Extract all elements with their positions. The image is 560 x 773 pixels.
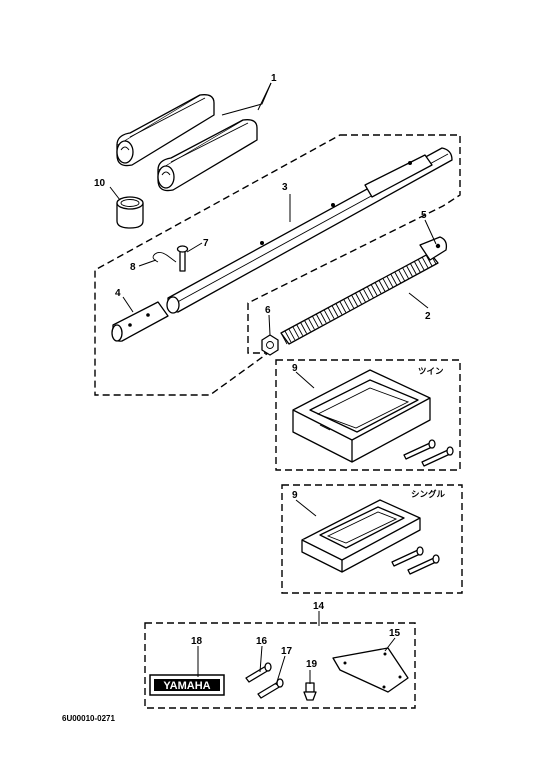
pin (176, 245, 189, 272)
callout-1: 1 (271, 73, 277, 84)
catalog-code: 6U00010-0271 (62, 714, 115, 723)
threaded-rod (280, 236, 448, 345)
plate-15 (332, 647, 409, 693)
twin-bracket (292, 369, 431, 463)
callout-3: 3 (282, 182, 288, 193)
callout-19: 19 (306, 659, 318, 670)
callout-8: 8 (130, 262, 136, 273)
decal-text: YAMAHA (163, 680, 210, 692)
callout-6: 6 (265, 305, 271, 316)
callout-4: 4 (115, 288, 121, 299)
callout-5: 5 (421, 210, 427, 221)
collar (116, 196, 144, 229)
decal-screw-16 (245, 662, 272, 683)
callout-9-twin: 9 (292, 363, 298, 374)
main-assembly-outline (94, 134, 461, 396)
grip-halves (116, 94, 258, 192)
callout-17: 17 (281, 646, 293, 657)
callout-18: 18 (191, 636, 203, 647)
single-bracket (301, 499, 421, 573)
callout-10: 10 (94, 178, 106, 189)
callout-14: 14 (313, 601, 325, 612)
bolt-19 (303, 682, 317, 701)
callout-16: 16 (256, 636, 268, 647)
decal-kit-outline (144, 622, 416, 709)
label-twin: ツイン (418, 367, 444, 377)
label-single: シングル (411, 489, 446, 500)
tiller-tube (166, 147, 453, 314)
twin-handle-outline (275, 359, 461, 471)
spring-clip (152, 251, 177, 263)
single-screws (391, 546, 440, 575)
single-handle-outline (281, 484, 463, 594)
callout-7: 7 (203, 238, 209, 249)
yamaha-decal: YAMAHA (149, 674, 225, 696)
decal-screw-17 (257, 678, 284, 699)
tube-end-fitting (111, 301, 169, 342)
callout-9-single: 9 (292, 490, 298, 501)
leader-lines (109, 82, 437, 686)
nut (261, 334, 279, 356)
twin-screws (403, 439, 454, 467)
callout-2: 2 (425, 311, 431, 322)
callout-15: 15 (389, 628, 401, 639)
